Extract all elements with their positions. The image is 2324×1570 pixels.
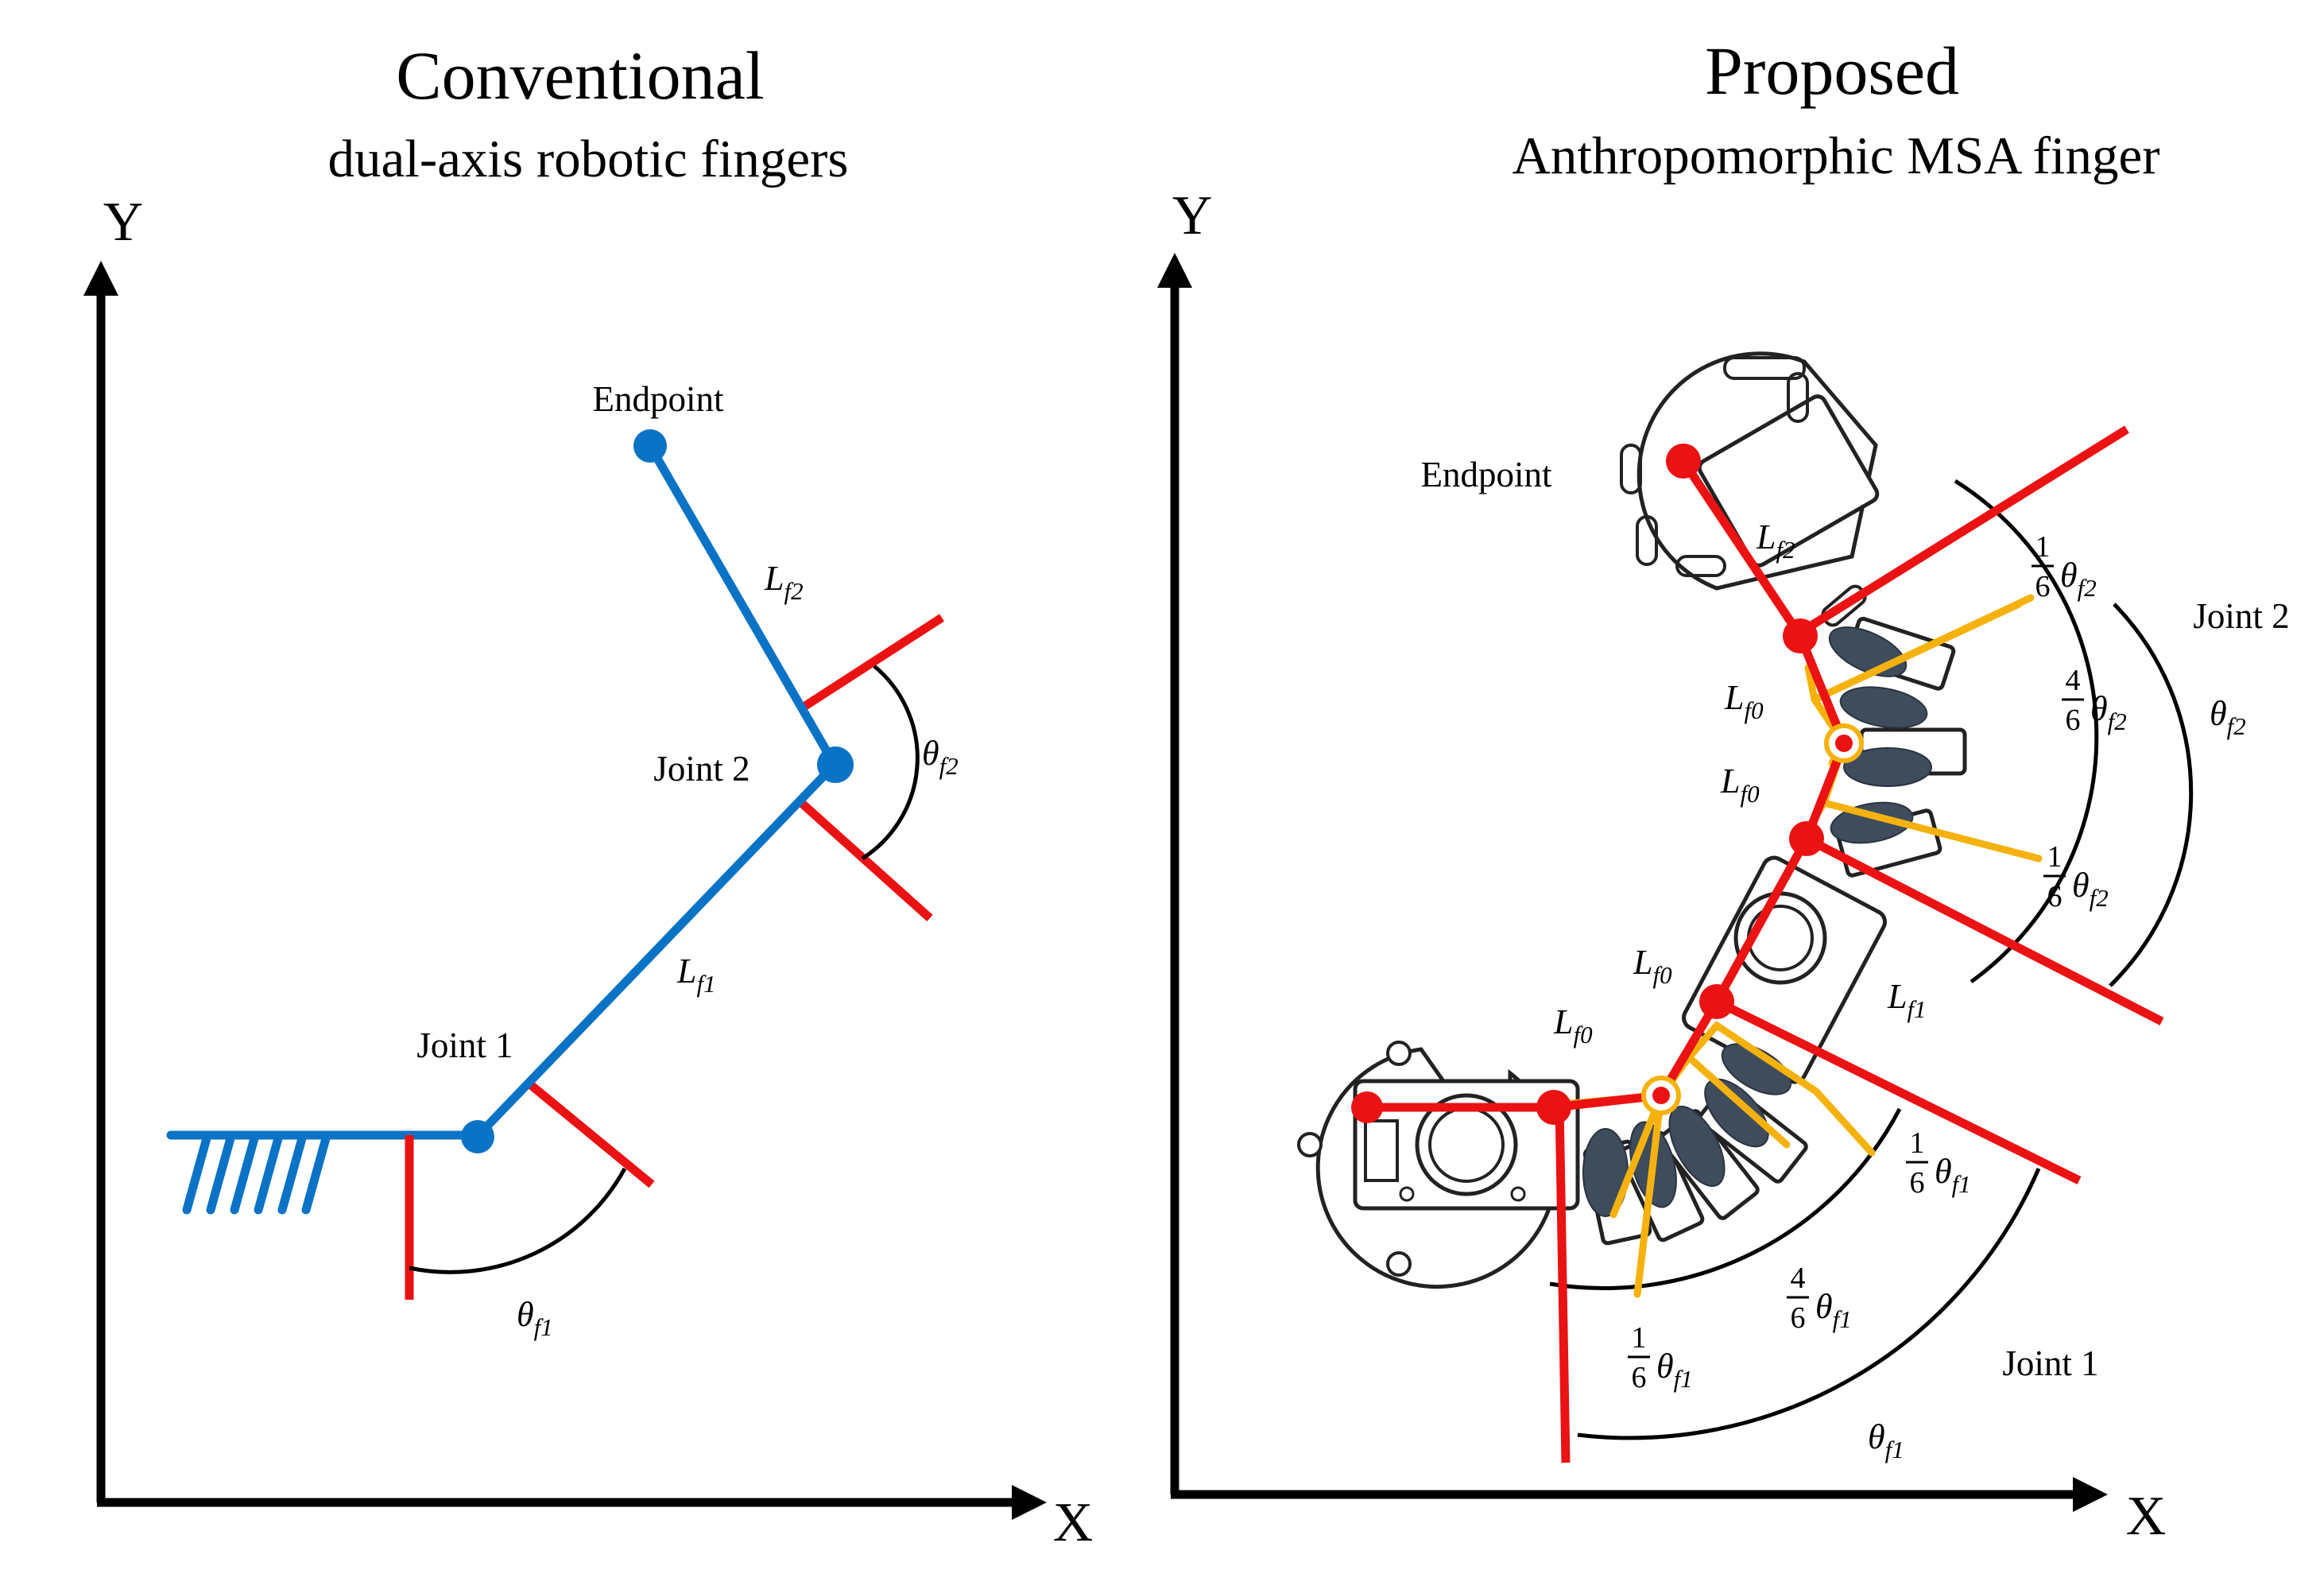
joint1-outer-arc <box>1577 1168 2041 1440</box>
joint1-inner-arc <box>1549 1107 1902 1290</box>
svg-text:6: 6 <box>2047 880 2063 913</box>
theta-f2-arc <box>861 665 920 861</box>
joint2-reference-line <box>800 614 944 711</box>
endpoint-marker <box>633 429 667 463</box>
svg-text:6: 6 <box>2066 704 2081 737</box>
svg-text:θf1: θf1 <box>1815 1287 1852 1333</box>
joint2-outer-arc <box>1954 479 2099 984</box>
left-theta-f1-label: θf1 <box>517 1295 553 1341</box>
left-x-axis-label: X <box>1053 1492 1094 1553</box>
right-theta-f2-label: θf2 <box>2210 694 2246 740</box>
svg-text:1: 1 <box>2035 530 2051 564</box>
joint1-marker <box>461 1120 494 1153</box>
frac-f2-bot: 1 6 θf2 <box>2043 840 2109 913</box>
right-joint1-label: Joint 1 <box>2002 1343 2098 1383</box>
svg-text:1: 1 <box>1632 1321 1647 1355</box>
left-link-f1-label: Lf1 <box>676 952 716 998</box>
right-link-f1-label: Lf1 <box>1887 977 1927 1023</box>
right-theta-f1-label: θf1 <box>1868 1417 1904 1463</box>
right-endpoint-label: Endpoint <box>1421 455 1552 494</box>
left-joint2-label: Joint 2 <box>653 749 749 789</box>
r-link-f1 <box>1713 836 1811 1004</box>
right-subtitle: Anthropomorphic MSA finger <box>1512 126 2159 185</box>
left-link-f2-label: Lf2 <box>764 559 804 605</box>
joint2-theta-arc <box>2109 603 2194 987</box>
svg-text:4: 4 <box>1791 1262 1806 1295</box>
right-link-f0-label-b: Lf0 <box>1720 762 1760 808</box>
svg-text:1: 1 <box>2047 840 2063 874</box>
theta-f1-arc <box>409 1167 627 1274</box>
left-endpoint-label: Endpoint <box>593 379 724 419</box>
right-link-f0-label-d: Lf0 <box>1553 1002 1593 1049</box>
r-sub-joint-marker-2 <box>1699 984 1734 1019</box>
base-joint-marker <box>1351 1091 1383 1123</box>
svg-text:6: 6 <box>1910 1166 1925 1200</box>
r-joint2-reference <box>1792 425 2129 640</box>
r-joint2-perpendicular <box>1804 835 2164 1025</box>
frac-f2-mid: 4 6 θf2 <box>2062 664 2127 737</box>
r-sub-joint-marker-4 <box>1783 618 1818 653</box>
frac-f1-top: 1 6 θf1 <box>1906 1126 1971 1200</box>
link-f1 <box>472 760 839 1142</box>
r-joint2-marker <box>1789 821 1824 856</box>
r-endpoint-marker <box>1666 444 1701 479</box>
left-title: Conventional <box>396 37 764 114</box>
svg-text:θf2: θf2 <box>2060 556 2097 602</box>
r-joint1-marker <box>1536 1090 1571 1125</box>
r-link-base <box>1367 999 1721 1112</box>
right-title: Proposed <box>1705 33 1959 109</box>
right-link-f2-label: Lf2 <box>1756 518 1795 564</box>
svg-text:6: 6 <box>2035 570 2051 603</box>
ground-hatch <box>166 1130 482 1215</box>
frac-f1-bot: 1 6 θf1 <box>1628 1321 1693 1394</box>
right-link-f0-label-a: Lf0 <box>1724 678 1764 724</box>
left-panel: Conventional dual-axis robotic fingers Y… <box>83 37 1094 1553</box>
joint1-perpendicular-line <box>528 1081 655 1188</box>
svg-text:θf2: θf2 <box>2090 689 2127 735</box>
left-theta-f2-label: θf2 <box>922 734 959 780</box>
right-panel: Proposed Anthropomorphic MSA finger Y X <box>1157 33 2290 1547</box>
svg-text:θf1: θf1 <box>1935 1152 1971 1198</box>
svg-text:θf1: θf1 <box>1656 1347 1693 1393</box>
left-subtitle: dual-axis robotic fingers <box>328 130 849 188</box>
joint2-marker <box>817 746 854 783</box>
r-joint1-perpendicular <box>1714 998 2082 1184</box>
r-joint1-reference <box>1555 1104 1571 1463</box>
link-f2 <box>645 441 839 769</box>
right-link-f0-label-c: Lf0 <box>1633 943 1672 989</box>
right-y-axis-label: Y <box>1172 185 1213 246</box>
svg-text:1: 1 <box>1910 1126 1925 1160</box>
svg-text:4: 4 <box>2066 664 2081 697</box>
right-x-axis-label: X <box>2126 1486 2167 1547</box>
svg-text:6: 6 <box>1791 1301 1806 1335</box>
left-joint1-label: Joint 1 <box>416 1025 513 1065</box>
svg-text:6: 6 <box>1632 1361 1647 1394</box>
frac-f2-top: 1 6 θf2 <box>2032 530 2097 603</box>
svg-text:θf2: θf2 <box>2072 866 2109 912</box>
left-y-axis-label: Y <box>103 192 144 253</box>
frac-f1-mid: 4 6 θf1 <box>1787 1262 1852 1335</box>
right-joint2-label: Joint 2 <box>2193 596 2289 636</box>
r-link-f2 <box>1679 458 1804 639</box>
